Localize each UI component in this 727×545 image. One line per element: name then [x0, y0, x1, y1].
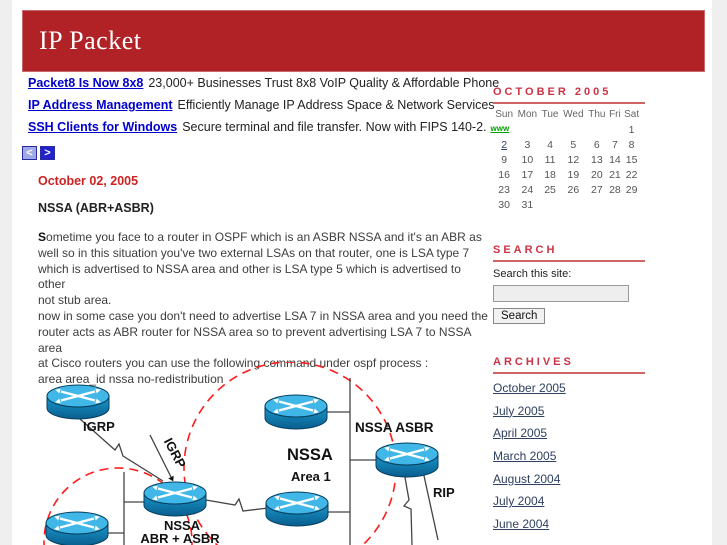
archive-item: July 2005	[493, 402, 645, 425]
divider	[493, 102, 645, 104]
archive-link[interactable]: July 2005	[493, 403, 545, 418]
router-area1-bottom	[264, 490, 330, 528]
router-igrp	[45, 383, 111, 421]
calendar-week: 30 31	[498, 198, 534, 211]
body-line: well so in this situation you've two ext…	[38, 245, 470, 260]
left-area-boundary	[43, 467, 193, 545]
divider	[493, 372, 645, 374]
drop-cap: S	[38, 230, 47, 244]
site-title: IP Packet	[39, 26, 142, 55]
archive-link[interactable]: April 2005	[493, 426, 548, 441]
calendar-week: 9 10 11 12 13 14 15	[501, 153, 638, 166]
ad-desc: 23,000+ Businesses Trust 8x8 VoIP Qualit…	[148, 76, 500, 90]
site-header: IP Packet	[22, 10, 705, 72]
archives-widget: ARCHIVES October 2005 July 2005 April 20…	[493, 356, 645, 538]
body-line: area area_id nssa no-redistribution	[38, 372, 224, 387]
label-center-router-1: NSSA	[164, 518, 201, 533]
nssa-network-diagram: IGRP IGRP NSSA ASBR NSSA Area 1 NSSA ABR…	[43, 362, 455, 545]
archive-item: August 2004	[493, 470, 645, 493]
ad-link-ipam[interactable]: IP Address Management	[28, 98, 173, 112]
label-nssa-area: NSSA	[287, 446, 333, 464]
post-body: Sometime you face to a router in OSPF wh…	[38, 230, 490, 388]
search-input[interactable]	[493, 285, 629, 302]
label-nssa-asbr: NSSA ASBR	[355, 420, 434, 435]
ad-source-link[interactable]: www	[490, 124, 510, 133]
sponsored-row: IP Address Management Efficiently Manage …	[28, 98, 495, 120]
body-line: router acts as ABR router for NSSA area …	[38, 324, 471, 355]
router-nssa-abr-asbr	[142, 480, 208, 518]
archive-item: July 2004	[493, 492, 645, 515]
calendar-week: 23 24 25 26 27 28 29	[498, 183, 638, 196]
router-nssa-asbr	[374, 441, 440, 479]
page-content: IP Packet Packet8 Is Now 8x8 23,000+ Busi…	[12, 0, 712, 545]
router-bottom-left	[44, 510, 110, 545]
body-line: Sometime you face to a router in OSPF wh…	[38, 230, 482, 244]
label-center-router-2: ABR + ASBR	[140, 531, 220, 545]
calendar-day-link[interactable]: 2	[501, 138, 508, 151]
archives-title: ARCHIVES	[493, 356, 574, 368]
archive-link[interactable]: March 2005	[493, 449, 557, 464]
ad-pager: <>	[22, 143, 55, 161]
ad-link-packet8[interactable]: Packet8 Is Now 8x8	[28, 76, 144, 90]
calendar-week: 16 17 18 19 20 21 22	[498, 168, 638, 181]
post-date: October 02, 2005	[38, 174, 139, 188]
search-widget: SEARCH Search this site: Search	[493, 244, 645, 324]
sponsored-row: Packet8 Is Now 8x8 23,000+ Businesses Tru…	[28, 76, 499, 98]
archive-item: June 2004	[493, 515, 645, 538]
search-button[interactable]: Search	[493, 308, 546, 324]
search-label: Search this site:	[493, 268, 572, 280]
next-arrow-button[interactable]: >	[40, 146, 55, 160]
archive-item: October 2005	[493, 379, 645, 402]
body-line: at Cisco routers you can use the followi…	[38, 356, 429, 371]
label-igrp-top: IGRP	[83, 419, 115, 434]
divider	[493, 260, 645, 262]
archive-link[interactable]: June 2004	[493, 517, 550, 532]
ad-link-ssh[interactable]: SSH Clients for Windows	[28, 120, 178, 134]
network-links	[79, 378, 439, 545]
label-rip: RIP	[433, 485, 455, 500]
archive-link[interactable]: October 2005	[493, 381, 566, 395]
label-area1: Area 1	[291, 469, 331, 484]
ad-desc: Secure terminal and file transfer. Now w…	[182, 120, 487, 134]
calendar-title: OCTOBER 2005	[493, 86, 612, 98]
calendar-table: Sun Mon Tue Wed Thu Fri Sat 1	[493, 107, 641, 212]
archive-item: April 2005	[493, 424, 645, 447]
body-line: which is advertised to NSSA area and oth…	[38, 261, 461, 292]
calendar-week: 1	[628, 123, 635, 136]
archives-list: October 2005 July 2005 April 2005 March …	[493, 379, 645, 538]
post-title: NSSA (ABR+ASBR)	[38, 201, 154, 215]
body-line: now in some case you don't need to adver…	[38, 308, 488, 323]
sponsored-links: Packet8 Is Now 8x8 23,000+ Businesses Tru…	[28, 76, 509, 142]
body-line: not stub area.	[38, 293, 112, 308]
calendar-day-header: Sun Mon Tue Wed Thu Fri Sat	[495, 109, 640, 120]
ad-desc: Efficiently Manage IP Address Space & Ne…	[177, 98, 495, 112]
router-area1-top	[263, 393, 329, 431]
calendar-week: 2 3 4 5 6 7 8	[501, 138, 635, 151]
archive-item: March 2005	[493, 447, 645, 470]
archive-link[interactable]: July 2004	[493, 494, 545, 509]
prev-arrow-button[interactable]: <	[22, 146, 37, 160]
search-title: SEARCH	[493, 244, 558, 256]
calendar-widget: OCTOBER 2005 Sun Mon Tue Wed Thu Fri Sat	[493, 86, 645, 212]
archive-link[interactable]: August 2004	[493, 471, 561, 486]
sponsored-row: SSH Clients for Windows Secure terminal a…	[28, 120, 509, 142]
